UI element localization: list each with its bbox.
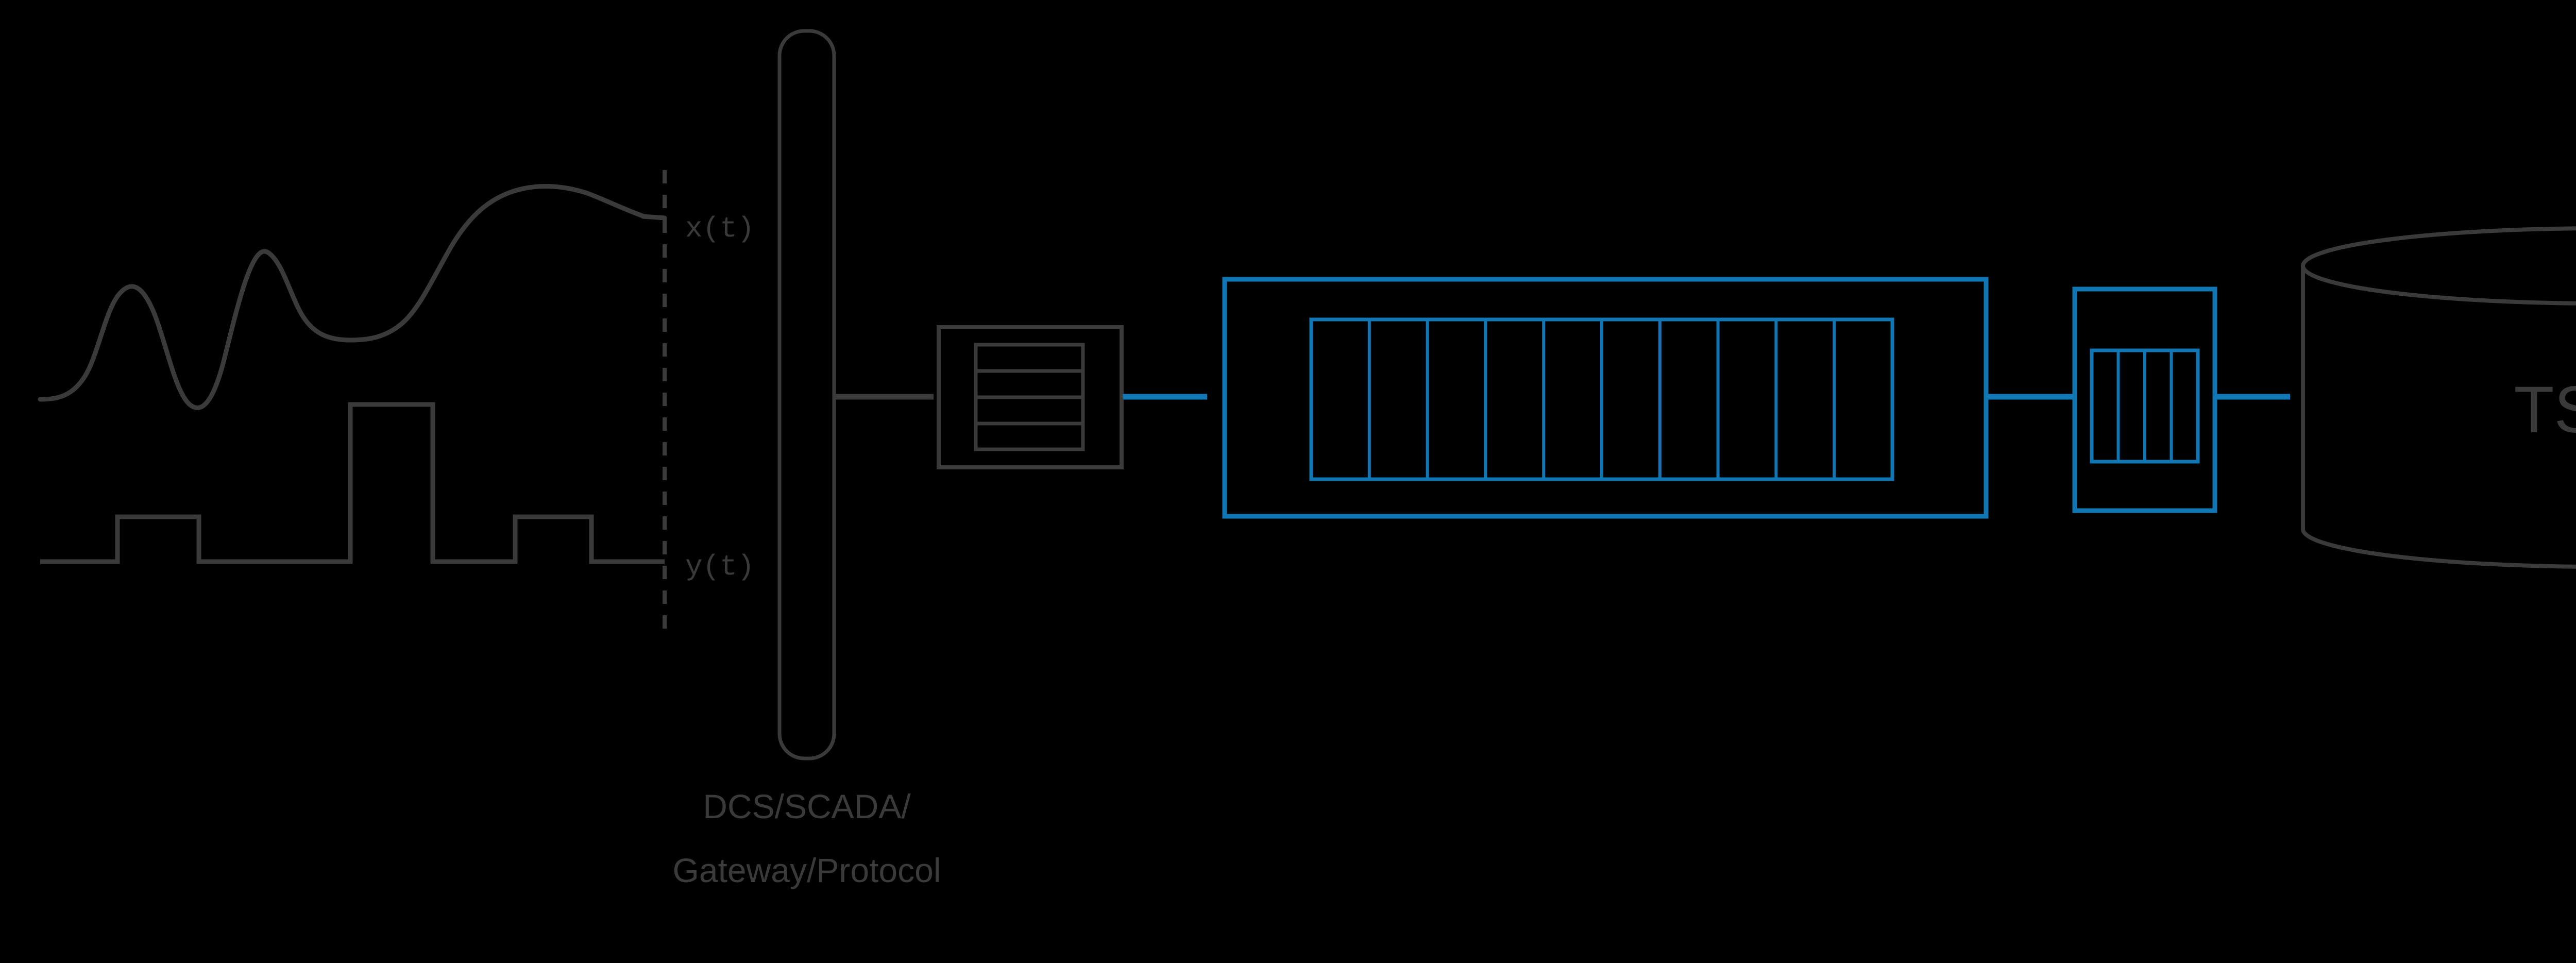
- database-node[interactable]: TSDB: [2301, 226, 2576, 569]
- gateway-node[interactable]: [777, 29, 836, 761]
- analog-signal-label: x(t): [685, 212, 754, 245]
- database-label: TSDB: [2514, 373, 2576, 447]
- gateway-label-line2: Gateway/Protocol: [673, 851, 941, 889]
- database-cylinder-body[interactable]: [2301, 266, 2576, 569]
- analog-waveform-path: [38, 184, 647, 410]
- digital-signal-group: [40, 402, 665, 564]
- edge-buffer-outer-rect[interactable]: [937, 325, 1124, 469]
- gateway-label-line1: DCS/SCADA/: [703, 787, 911, 825]
- writer-outer-rect[interactable]: [2072, 286, 2217, 513]
- edge-buffer-node[interactable]: [937, 325, 1124, 469]
- writer-node[interactable]: [2072, 286, 2217, 513]
- analog-waveform-tail: [640, 214, 667, 221]
- gateway-bar-shape[interactable]: [777, 29, 836, 761]
- stream-buffer-node[interactable]: [1222, 277, 1989, 519]
- analog-signal-group: [38, 184, 667, 410]
- digital-signal-label: y(t): [685, 550, 754, 583]
- stream-buffer-outer-rect[interactable]: [1222, 277, 1989, 519]
- database-cylinder-top-ellipse: [2301, 226, 2576, 306]
- digital-waveform-path: [40, 402, 665, 564]
